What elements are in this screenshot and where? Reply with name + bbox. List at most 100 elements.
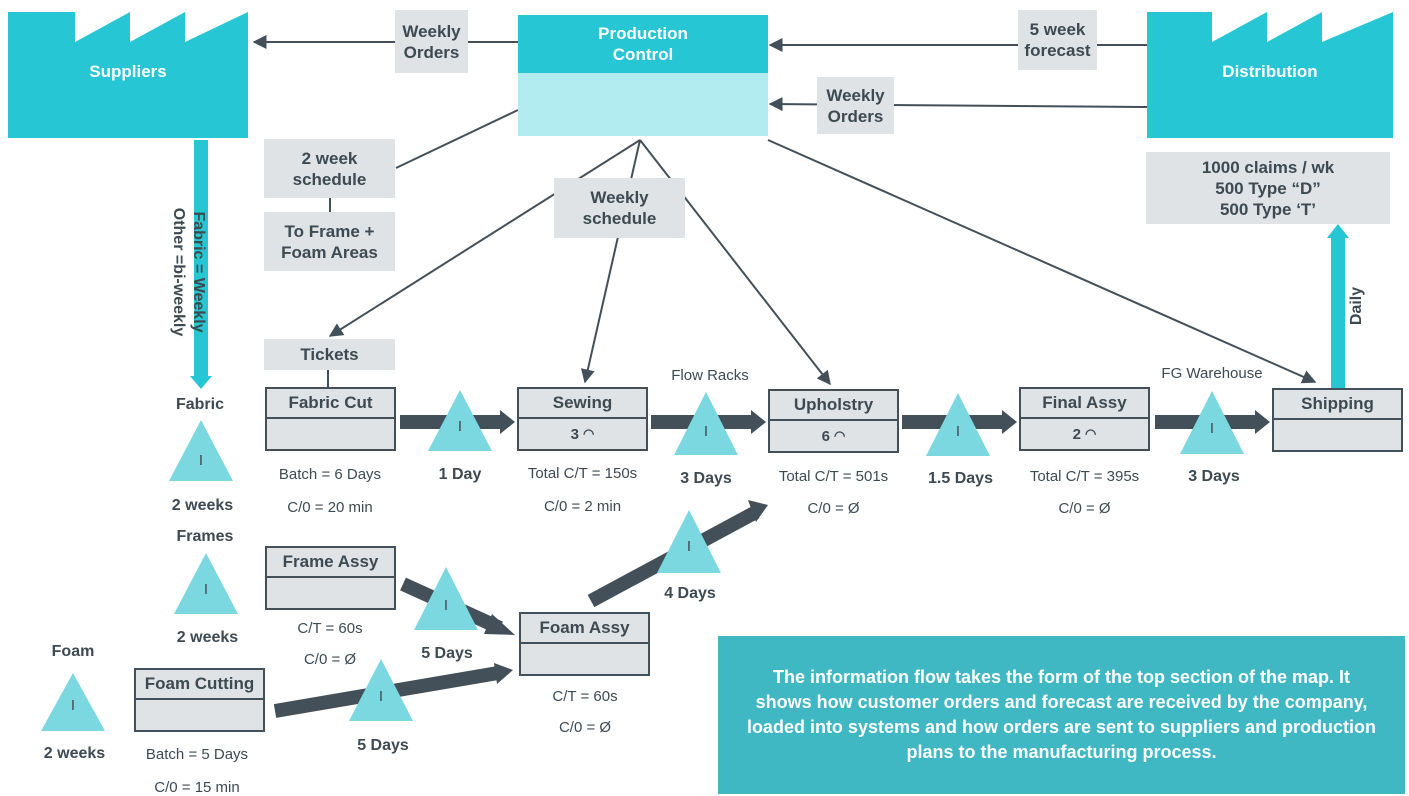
fabric-cut-changeover: C/0 = 20 min (287, 499, 373, 516)
foam-assy-cycle-time: C/T = 60s (552, 688, 618, 705)
process-fabric-cut: Fabric Cut (265, 387, 396, 451)
inventory-mark: I (378, 688, 384, 705)
to-frame-foam-box: To Frame + Foam Areas (264, 212, 395, 271)
process-operators: 6◠ (770, 421, 897, 451)
inventory-triangle-frames (174, 553, 238, 614)
process-name: Shipping (1274, 390, 1401, 420)
pc-to-upholstry-line (639, 139, 831, 386)
daily-arrow-head (1327, 224, 1349, 238)
foam-inventory-label: Foam (51, 643, 95, 660)
fg-warehouse-label: FG Warehouse (1161, 365, 1263, 382)
claims-line2: 500 Type “D” (1215, 178, 1321, 198)
weekly-schedule-line1: Weekly (590, 188, 649, 207)
supplier-delivery-line2: Other =bi-weekly (170, 207, 187, 337)
inventory-triangle-foamcut-foam (349, 659, 413, 721)
process-name: Frame Assy (267, 548, 394, 578)
pc-to-schedule-line (395, 109, 519, 169)
final-assy-cycle-time: Total C/T = 395s (1029, 468, 1140, 485)
process-name: Upholstry (770, 391, 897, 421)
frame-assy-changeover: C/0 = Ø (303, 651, 357, 668)
process-final-assy: Final Assy 2◠ (1019, 387, 1150, 451)
distribution-factory-shape (1147, 12, 1393, 138)
frame-foam-inventory-time: 5 Days (421, 645, 473, 662)
sewing-changeover: C/0 = 2 min (543, 498, 622, 515)
process-operators (267, 419, 394, 449)
process-name: Final Assy (1021, 389, 1148, 419)
process-name: Foam Assy (521, 614, 648, 644)
suppliers-label: Suppliers (89, 62, 167, 81)
distribution-label: Distribution (1222, 62, 1318, 81)
operator-count: 3 (570, 425, 579, 443)
process-foam-cutting: Foam Cutting (134, 668, 265, 732)
pc-to-tickets-line (328, 139, 641, 337)
cut-sew-inventory-time: 1 Day (438, 466, 482, 483)
foam-uph-inventory-time: 4 Days (664, 585, 716, 602)
process-frame-assy: Frame Assy (265, 546, 396, 610)
process-operators (521, 644, 648, 674)
supplier-delivery-arrow-head (190, 376, 212, 389)
process-name: Foam Cutting (136, 670, 263, 700)
operator-icon: ◠ (834, 428, 846, 443)
sew-uph-inventory-time: 3 Days (680, 470, 732, 487)
production-control-body (518, 73, 768, 136)
pc-to-shipping-line (767, 139, 1317, 384)
weekly-schedule-box: Weekly schedule (554, 178, 685, 238)
forecast-box: 5 week forecast (1018, 10, 1097, 70)
final-ship-inventory-time: 3 Days (1188, 468, 1240, 485)
daily-shipping-label: Daily (1348, 286, 1365, 326)
supplier-delivery-frequency: Fabric = Weekly Other =bi-weekly (168, 202, 208, 342)
weekly-orders-left-line2: Orders (403, 42, 460, 62)
two-week-schedule-line1: 2 week (301, 148, 358, 168)
frames-inventory-time: 2 weeks (176, 629, 239, 646)
uph-final-inventory-time: 1.5 Days (928, 470, 993, 487)
operator-icon: ◠ (583, 426, 595, 441)
weekly-orders-right-line2: Orders (827, 106, 884, 126)
suppliers-factory-shape (8, 12, 248, 138)
weekly-schedule-line2: schedule (582, 209, 657, 228)
information-flow-callout: The information flow takes the form of t… (718, 636, 1405, 794)
tickets-box: Tickets (264, 339, 395, 370)
inventory-triangle-foam-uph (657, 510, 721, 573)
process-name: Fabric Cut (267, 389, 394, 419)
process-sewing: Sewing 3◠ (517, 387, 648, 451)
customer-demand-box: 1000 claims / wk 500 Type “D” 500 Type ‘… (1146, 152, 1390, 224)
fabric-inventory-time: 2 weeks (171, 497, 234, 514)
foam-cutting-batch: Batch = 5 Days (145, 746, 249, 763)
foam-assy-changeover: C/0 = Ø (558, 719, 612, 736)
inventory-triangle-sew-uph (674, 392, 738, 455)
process-operators (1274, 420, 1401, 450)
operator-count: 6 (821, 427, 830, 445)
foamcut-foam-inventory-time: 5 Days (357, 737, 409, 754)
inventory-triangle-uph-final (926, 393, 990, 456)
foam-cutting-changeover: C/0 = 15 min (154, 779, 240, 796)
inventory-mark: I (703, 423, 709, 440)
process-operators: 3◠ (519, 419, 646, 449)
fabric-inventory-label: Fabric (175, 396, 224, 413)
forecast-line1: 5 week (1029, 20, 1086, 39)
claims-line3: 500 Type ‘T’ (1219, 199, 1317, 219)
daily-arrow-shaft (1331, 238, 1345, 388)
inventory-mark: I (70, 697, 76, 714)
production-control-header: Production Control (518, 15, 768, 73)
upholstry-cycle-time: Total C/T = 501s (778, 468, 889, 485)
inventory-triangle-frame-foam (414, 567, 478, 630)
inventory-triangle-foam (41, 673, 105, 731)
sewing-cycle-time: Total C/T = 150s (527, 465, 638, 482)
flow-racks-label: Flow Racks (671, 367, 749, 384)
foam-inventory-time: 2 weeks (43, 745, 106, 762)
production-control-line1: Production (598, 24, 688, 43)
process-foam-assy: Foam Assy (519, 612, 650, 676)
inventory-mark: I (198, 452, 204, 469)
weekly-orders-from-distribution-box: Weekly Orders (817, 77, 894, 134)
process-name: Sewing (519, 389, 646, 419)
upholstry-changeover: C/0 = Ø (807, 500, 860, 517)
process-operators: 2◠ (1021, 419, 1148, 449)
inventory-mark: I (1209, 420, 1215, 437)
supplier-delivery-line1: Fabric = Weekly (190, 211, 207, 333)
claims-line1: 1000 claims / wk (1201, 157, 1335, 177)
two-week-schedule-line2: schedule (292, 169, 367, 189)
fabric-cut-batch: Batch = 6 Days (278, 466, 382, 483)
frame-assy-cycle-time: C/T = 60s (297, 620, 363, 637)
inventory-mark: I (443, 597, 449, 614)
